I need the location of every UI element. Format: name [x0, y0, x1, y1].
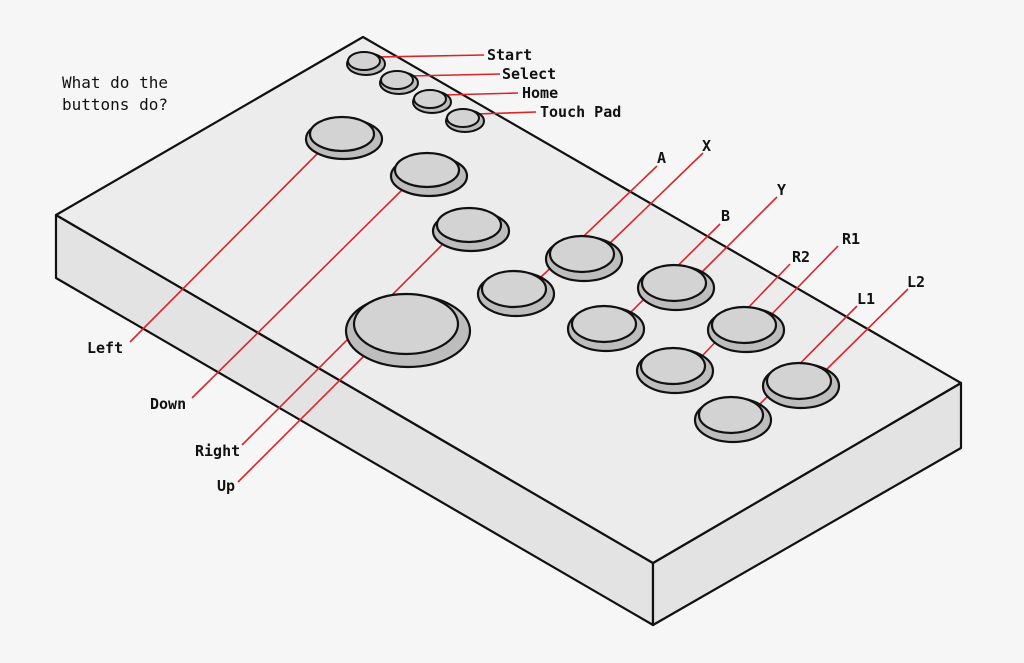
label-home: Home [522, 84, 558, 102]
label-select: Select [502, 65, 556, 83]
label-down: Down [150, 395, 186, 413]
label-b: B [721, 207, 730, 225]
start-button[interactable] [346, 51, 386, 76]
right-button[interactable] [431, 206, 511, 253]
r2-button[interactable] [635, 346, 715, 395]
question-line-2: buttons do? [62, 95, 168, 114]
down-button[interactable] [389, 151, 469, 198]
leader-r1 [769, 245, 839, 317]
leader-touch-pad [475, 111, 537, 115]
question-line-1: What do the [62, 73, 168, 92]
r1-button[interactable] [706, 305, 786, 354]
leader-left [129, 152, 319, 343]
label-up: Up [217, 477, 235, 495]
home-button[interactable] [412, 89, 452, 114]
label-l1: L1 [857, 290, 875, 308]
b-button[interactable] [566, 304, 646, 353]
label-x: X [702, 137, 711, 155]
leader-x [609, 152, 704, 244]
select-button[interactable] [379, 70, 419, 95]
up-button[interactable] [344, 292, 472, 369]
leader-l2 [825, 288, 909, 371]
leader-home [442, 92, 519, 96]
y-button[interactable] [636, 263, 716, 312]
label-r2: R2 [792, 248, 810, 266]
x-button[interactable] [544, 234, 624, 283]
label-right: Right [195, 442, 240, 460]
label-a: A [657, 149, 666, 167]
label-left: Left [87, 339, 123, 357]
label-l2: L2 [907, 273, 925, 291]
leader-y [701, 196, 778, 273]
leader-right [241, 244, 443, 446]
label-touch-pad: Touch Pad [540, 103, 621, 121]
left-button[interactable] [304, 115, 384, 161]
touch-pad-button[interactable] [445, 108, 485, 133]
l2-button[interactable] [761, 361, 841, 410]
label-start: Start [487, 46, 532, 64]
leader-up [237, 356, 364, 483]
label-y: Y [777, 181, 786, 199]
leader-down [191, 189, 403, 399]
label-r1: R1 [842, 230, 860, 248]
leader-select [409, 73, 501, 77]
buttons [304, 51, 841, 444]
leader-start [377, 54, 485, 58]
controller-case [54, 35, 963, 627]
a-button[interactable] [476, 269, 556, 318]
l1-button[interactable] [693, 395, 773, 444]
